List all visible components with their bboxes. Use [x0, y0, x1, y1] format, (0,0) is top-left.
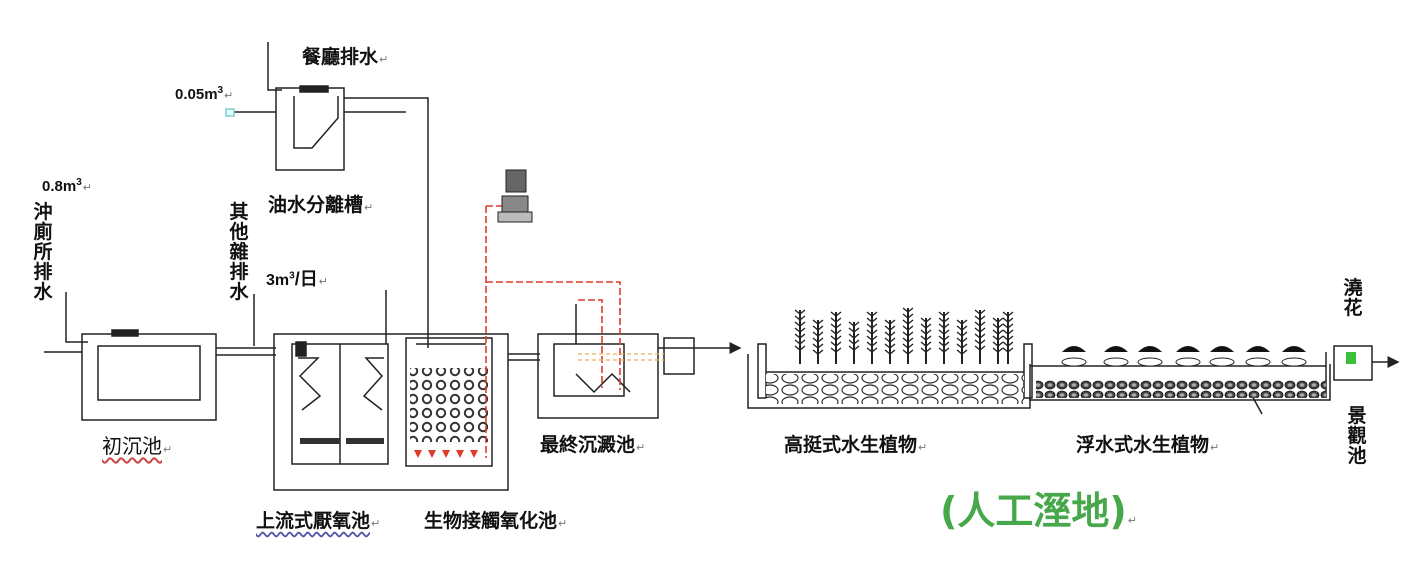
primary-settling-inner [97, 345, 201, 401]
emergent-plants-label: 高挺式水生植物↵ [784, 434, 928, 456]
oil-water-separator-tank [275, 87, 345, 171]
oil-separator-cover [299, 85, 329, 93]
diffusers [414, 450, 478, 458]
wetland-inlet-weir [757, 343, 767, 399]
misc-drain-label: 其他雜排水 [229, 201, 249, 303]
contact-oxidation-label: 生物接觸氧化池↵ [424, 510, 568, 532]
toilet-volume-label: 0.8m3↵ [42, 177, 92, 195]
final-settling-label: 最終沉澱池↵ [540, 434, 646, 456]
anaerobic-distributors [300, 438, 384, 444]
toilet-drain-pipe [65, 292, 88, 343]
final-settling-tank [537, 333, 659, 419]
wetland-mid-weir [1023, 343, 1033, 399]
oil-water-separator-label: 油水分離槽↵ [268, 194, 374, 216]
toilet-drain-label: 沖廁所排水 [33, 201, 53, 303]
landscape-pond-label: 景觀池 [1347, 405, 1367, 467]
kitchen-volume-label: 0.05m3↵ [175, 85, 234, 103]
primary-settling-cover [111, 329, 139, 337]
final-settling-inner [553, 343, 625, 397]
emergent-gravel-bed [766, 374, 1024, 404]
air-supply-lines [485, 205, 621, 458]
oil-separator-baffle [293, 96, 339, 149]
primary-settling-label: 初沉池↵ [102, 434, 173, 458]
sludge-return-lines [578, 353, 664, 361]
bio-media-packing [410, 368, 488, 442]
overflow-label: 澆花 [1343, 277, 1363, 319]
oil-outlet-fitting [225, 108, 235, 117]
air-line-final [486, 281, 621, 390]
primary-to-anaerobic-pipe [216, 347, 276, 356]
floating-gravel-bed [1036, 380, 1326, 398]
reed-leaves [794, 307, 1014, 355]
oxidation-to-final-pipe [508, 353, 540, 361]
misc-volume-label: 3m3/日↵ [266, 269, 328, 289]
anaerobic-inlet [295, 341, 307, 357]
lily-pad-icon [1061, 346, 1307, 367]
reed-plant-icon [799, 308, 1009, 364]
anaerobic-baffle-right [362, 357, 384, 411]
floating-wetland-basin [1029, 364, 1331, 401]
air-line-final-inner [578, 299, 603, 388]
contact-oxidation-tank [405, 337, 493, 467]
treatment-block-outer [273, 333, 509, 491]
final-settling-baffle [575, 372, 631, 394]
separator-to-tank-pipe [344, 97, 429, 348]
anaerobic-baffle-left [298, 357, 322, 411]
kitchen-drain-pipe [267, 42, 282, 91]
transfer-pump-box [663, 337, 695, 375]
constructed-wetland-label: (人工溼地)↵ [940, 489, 1137, 533]
primary-settling-tank [81, 333, 217, 421]
upflow-anaerobic-label: 上流式厭氧池↵ [256, 510, 381, 532]
floating-plants-label: 浮水式水生植物↵ [1076, 434, 1220, 456]
landscape-pond-box [1333, 345, 1373, 381]
kitchen-drain-label: 餐廳排水↵ [302, 46, 389, 68]
pond-outlet-indicator [1346, 352, 1356, 364]
blower-icon [497, 169, 533, 223]
